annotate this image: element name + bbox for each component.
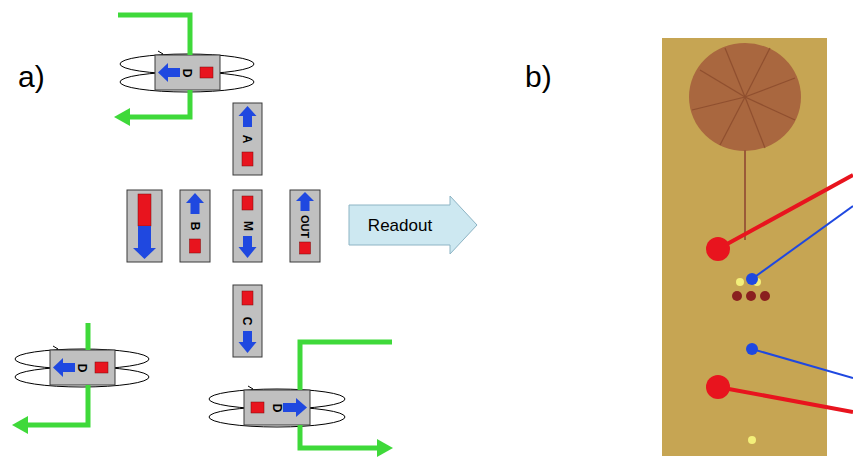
magnet-label: C [241, 317, 253, 326]
majority-magnet: M [233, 190, 262, 262]
driver-magnet: D [50, 350, 115, 385]
magnetization-arrow [53, 63, 314, 417]
magnet-label: OUT [299, 214, 310, 237]
wire-arrowhead [12, 108, 393, 457]
panel-label: a) [18, 62, 45, 92]
magnet-label: M [242, 221, 254, 231]
current-wire [27, 15, 392, 448]
driver-magnet: D [244, 390, 310, 425]
magnet-body [50, 55, 320, 425]
magnet-label: D [181, 68, 193, 77]
magnet-label: D [76, 363, 88, 372]
output-magnet: OUT [290, 190, 320, 262]
panel-label: b) [525, 62, 552, 92]
arrow-outline [349, 196, 477, 254]
magnet-label: A [241, 135, 253, 144]
input-magnet: C [233, 285, 262, 357]
magnet-label: D [271, 403, 283, 412]
input-magnet: B [180, 190, 210, 262]
input-magnet: A [233, 103, 262, 175]
north-pole [95, 67, 311, 413]
driver-magnet: D [155, 55, 220, 90]
probe-marker [706, 175, 853, 412]
magnet-label: B [189, 222, 201, 231]
readout-arrow: Readout [348, 195, 478, 255]
readout-label: Readout [368, 217, 432, 234]
coil [15, 51, 345, 427]
